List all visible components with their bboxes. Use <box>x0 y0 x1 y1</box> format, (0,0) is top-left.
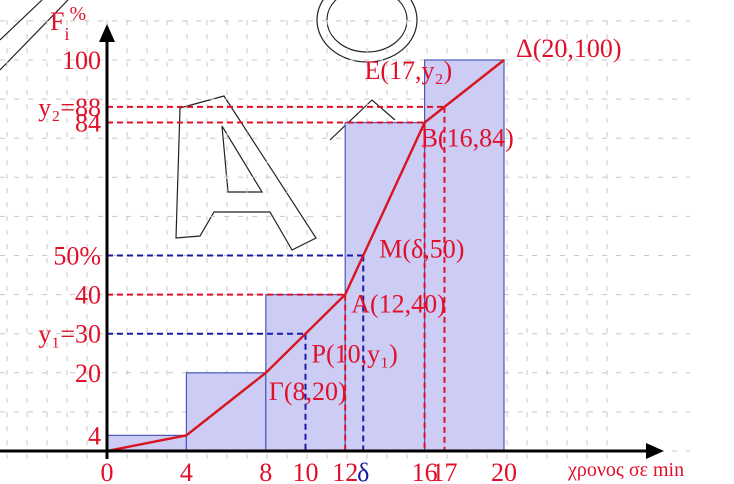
guides <box>107 105 446 451</box>
point-label: Γ(8,20) <box>269 377 347 406</box>
y-axis-title-main: F <box>50 7 64 36</box>
y-axis-title-sub: i <box>64 24 69 44</box>
watermark-letter <box>175 95 317 251</box>
x-tick-label: 17 <box>431 458 457 484</box>
histogram-bar <box>424 59 505 452</box>
histogram-bar <box>185 372 267 452</box>
watermark-letter-counter <box>221 125 264 193</box>
point-label: A(12,40) <box>351 290 446 319</box>
y-tick-label: y₂=88 <box>38 93 101 122</box>
x-tick-label: 8 <box>259 458 272 484</box>
x-tick-label: 12 <box>332 458 358 484</box>
x-tick-label: 10 <box>293 458 319 484</box>
x-axis-title: χρονος σε min <box>567 459 684 481</box>
ogive-line-group <box>106 59 505 453</box>
y-axis-title-sup: % <box>69 3 86 25</box>
bars <box>106 59 505 452</box>
x-tick-label: 4 <box>180 458 193 484</box>
point-label: M(δ,50) <box>379 235 464 264</box>
axes <box>0 24 664 459</box>
x-tick-label: 20 <box>491 458 517 484</box>
x-tick-label: 16 <box>412 458 438 484</box>
x-axis-arrow <box>646 443 664 459</box>
y-axis-title: Fi% <box>50 3 86 44</box>
y-tick-label: 84 <box>75 109 101 138</box>
y-tick-label: 20 <box>75 359 101 388</box>
y-tick-label: y₁=30 <box>38 320 101 349</box>
y-tick-label: 50% <box>53 242 101 271</box>
y-axis-arrow <box>99 24 115 42</box>
x-tick-label: 0 <box>101 458 114 484</box>
point-label: B(16,84) <box>421 124 514 153</box>
ogive-line <box>106 59 505 453</box>
point-label: P(10,y₁) <box>312 340 398 369</box>
histogram-bar <box>344 121 426 452</box>
watermark-ring-inner <box>326 0 408 53</box>
point-labels: Γ(8,20) P(10,y₁) A(12,40) M(δ,50) B(16,84) E(… <box>269 34 622 406</box>
y-tick-label: 4 <box>88 421 101 450</box>
x-tick-label: δ <box>357 458 369 484</box>
point-label: Δ(20,100) <box>516 34 622 63</box>
point-label: E(17,y₂) <box>364 56 452 85</box>
y-tick-label: 100 <box>62 46 101 75</box>
y-tick-label: 40 <box>75 281 101 310</box>
watermark-stroke <box>0 0 396 141</box>
